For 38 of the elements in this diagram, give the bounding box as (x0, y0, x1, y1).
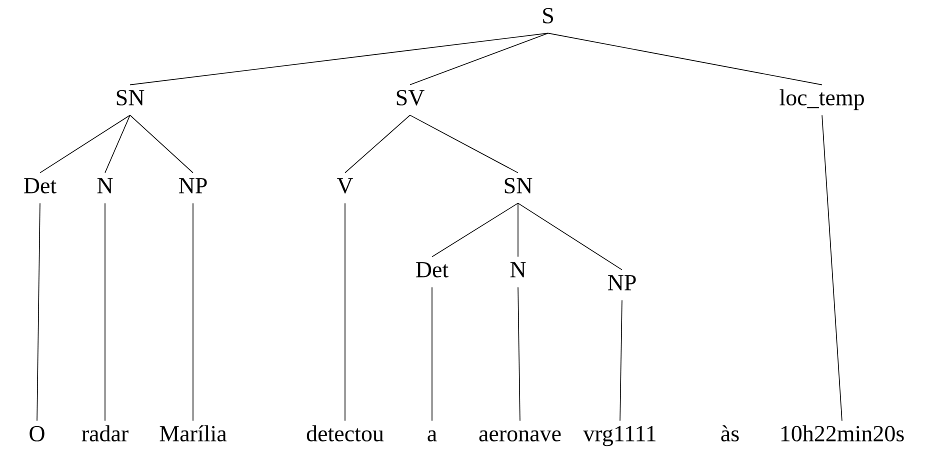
tree-label: SN (504, 178, 532, 194)
tree-label: O (30, 426, 44, 442)
tree-label: N (510, 262, 526, 278)
tree-label: radar (82, 425, 128, 442)
tree-branch (40, 114, 130, 174)
tree-label: a (428, 430, 437, 442)
tree-label: NP (608, 275, 636, 290)
tree-label: 10h22min20s (781, 425, 904, 442)
tree-branch (344, 202, 346, 422)
tree-branch (192, 202, 194, 422)
tree-branch (822, 114, 842, 422)
tree-branch (518, 202, 622, 270)
tree-label: N (97, 178, 113, 194)
tree-branch (518, 286, 520, 422)
tree-label: vrg1111 (583, 426, 656, 446)
tree-branch (344, 114, 410, 174)
tree-branch (130, 114, 194, 174)
tree-label: SV (396, 90, 424, 106)
tree-label: Det (24, 178, 56, 194)
tree-branch (410, 32, 548, 86)
tree-branch (36, 202, 40, 422)
word: às (721, 425, 739, 442)
tree-branch (620, 300, 622, 422)
tree-label: NP (178, 178, 207, 194)
tree-branch (410, 114, 518, 174)
tree-label: S (543, 8, 553, 24)
tree-label: detectou (306, 425, 384, 442)
tree-branch (104, 114, 130, 174)
tree-label: Det (416, 262, 448, 278)
tree-branch (432, 202, 518, 258)
tree-label: SN (116, 90, 144, 106)
tree-label: Marília (160, 425, 227, 442)
tree-branch (130, 32, 548, 86)
tree-label: loc_temp (780, 89, 864, 110)
tree-branch (104, 202, 106, 422)
tree-branch (548, 32, 822, 86)
tree-label: V (336, 178, 354, 194)
tree-label: aeronave (479, 430, 561, 442)
